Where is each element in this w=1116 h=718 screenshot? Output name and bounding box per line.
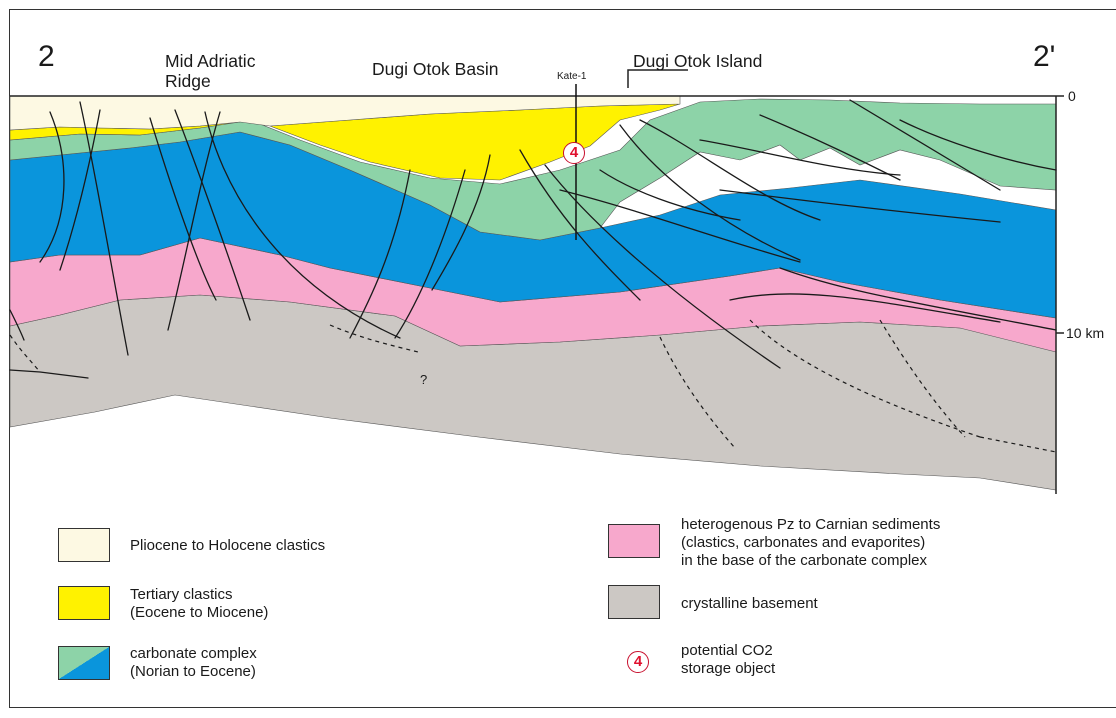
island-marker (627, 69, 688, 88)
fault-line (899, 119, 1057, 171)
legend-label-carbonate: carbonate complex (Norian to Eocene) (130, 645, 257, 680)
well-kate-1-label: Kate-1 (557, 71, 587, 82)
fault-line (719, 189, 1001, 223)
fault-line (349, 169, 411, 339)
fault-line (639, 119, 821, 221)
section-start-marker: 2 (38, 40, 55, 73)
fault-line (619, 124, 801, 261)
unit-pliocene-holocene (9, 95, 681, 131)
legend-label-tertiary: Tertiary clastics (Eocene to Miocene) (130, 586, 269, 621)
fault-line (729, 293, 1001, 323)
legend-label-pliocene: Pliocene to Holocene clastics (130, 537, 326, 554)
fault-line (849, 99, 1001, 191)
dugi-otok-basin-label: Dugi Otok Basin (372, 59, 499, 79)
fault-line (559, 189, 801, 263)
inferred-fault-line (659, 336, 736, 449)
storage-object-badge: 4 (563, 142, 585, 164)
fault-line (394, 169, 466, 339)
fault-line (519, 149, 641, 301)
inferred-fault-line (749, 319, 981, 438)
inferred-fault-line (329, 324, 419, 353)
legend-swatch-tertiary (58, 586, 110, 620)
inferred-fault-line (879, 319, 966, 438)
fault-line (779, 267, 1057, 331)
fault-line (167, 111, 221, 331)
fault-line (39, 111, 65, 263)
inferred-fault-line (979, 436, 1057, 453)
fault-line (9, 369, 89, 379)
legend-label-basement: crystalline basement (681, 595, 818, 612)
legend-label-pz-carnian: heterogenous Pz to Carnian sediments (cl… (681, 516, 941, 569)
legend-swatch-pliocene (58, 528, 110, 562)
depth-10-km-label: 10 km (1066, 325, 1105, 341)
unit-carbonate-green (9, 98, 1057, 241)
inferred-fault-line (9, 334, 41, 373)
legend-swatch-basement (608, 585, 660, 619)
dugi-otok-island-label: Dugi Otok Island (633, 51, 763, 71)
depth-0-label: 0 (1068, 88, 1076, 104)
legend-storage-icon: 4 (627, 651, 649, 673)
fault-line (759, 114, 901, 181)
fault-line (544, 164, 781, 369)
mid-adriatic-ridge-label: Mid Adriatic Ridge (165, 51, 256, 91)
fault-line (699, 139, 901, 176)
fault-line (79, 101, 129, 356)
uncertain-fault-question-mark: ? (420, 372, 428, 387)
legend-label-storage: potential CO2 storage object (681, 642, 776, 677)
legend-swatch-pz-carnian (608, 524, 660, 558)
fault-line (9, 309, 25, 341)
fault-line (149, 117, 217, 301)
legend-swatch-carbonate (58, 646, 110, 680)
fault-line (59, 109, 101, 271)
section-end-marker: 2' (1033, 40, 1056, 73)
fault-line (431, 154, 491, 291)
fault-line (174, 109, 251, 321)
